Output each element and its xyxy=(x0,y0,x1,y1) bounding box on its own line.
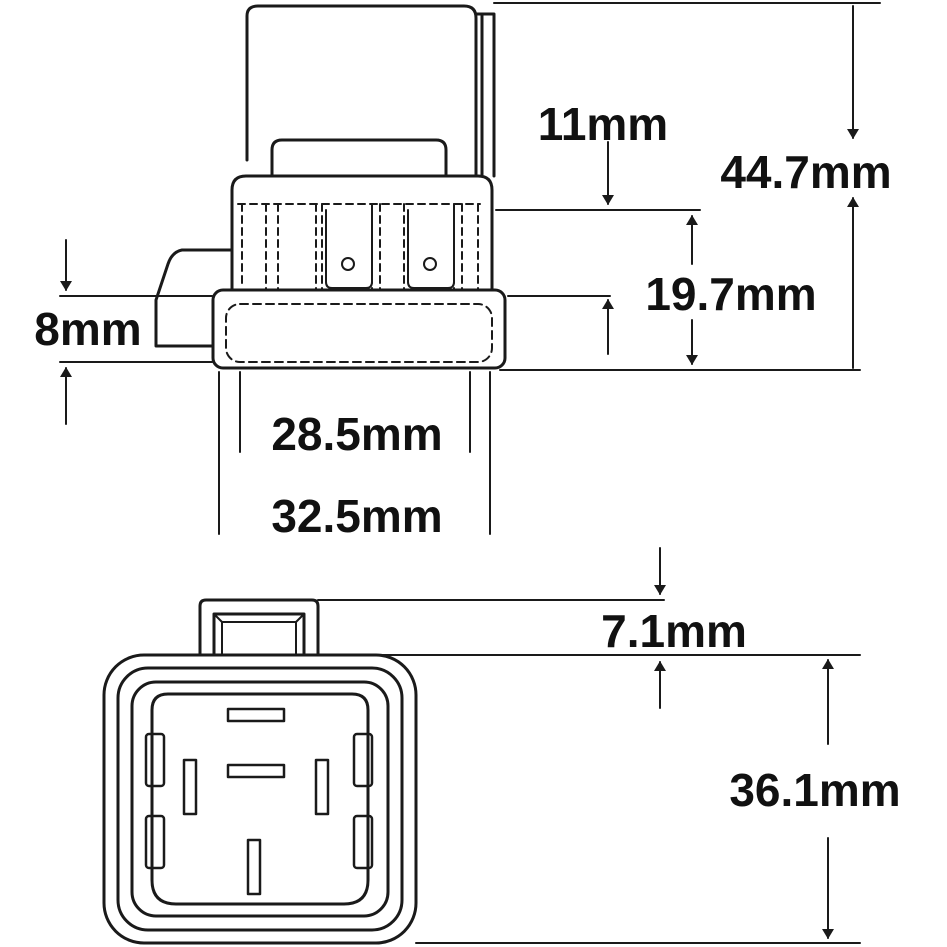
slot-top-horizontal xyxy=(226,707,286,723)
dim-label-7-1mm: 7.1mm xyxy=(601,605,747,657)
front-dimension-arrows xyxy=(654,547,834,939)
slot-left-lower xyxy=(144,814,166,870)
dim-label-36-1mm: 36.1mm xyxy=(729,764,900,816)
front-terminal-slots xyxy=(144,707,374,896)
front-terminal-cavity xyxy=(150,692,370,906)
front-view xyxy=(102,547,861,945)
side-latch-lever xyxy=(154,248,234,348)
front-body-ring-inner xyxy=(130,680,390,918)
slot-left-upper xyxy=(144,732,166,788)
dim-label-19-7mm: 19.7mm xyxy=(645,268,816,320)
side-flange-inner-dashed xyxy=(225,303,493,363)
slot-right-upper xyxy=(352,732,374,788)
side-top-housing xyxy=(245,4,478,178)
side-middle-body xyxy=(230,174,494,292)
slot-mid-horizontal xyxy=(226,763,286,779)
slot-bottom-vertical xyxy=(246,838,262,896)
side-extension-lines xyxy=(59,2,881,535)
side-terminal-blades xyxy=(325,209,455,289)
front-extension-lines xyxy=(317,599,861,944)
side-view xyxy=(59,2,881,535)
front-latch-window xyxy=(212,612,306,657)
slot-left-vertical xyxy=(182,758,198,816)
side-dimension-arrows xyxy=(60,5,859,425)
dim-label-44-7mm: 44.7mm xyxy=(720,146,891,198)
front-outer-body xyxy=(102,653,418,945)
side-bottom-flange xyxy=(211,288,507,370)
dim-label-32-5mm: 32.5mm xyxy=(271,490,442,542)
dim-label-11mm: 11mm xyxy=(538,98,668,150)
dim-label-8mm: 8mm xyxy=(34,303,141,355)
side-top-housing-ribs xyxy=(474,12,496,178)
front-latch-tab xyxy=(198,598,320,657)
slot-right-lower xyxy=(352,814,374,870)
side-internal-terminals xyxy=(237,203,481,291)
slot-right-vertical xyxy=(314,758,330,816)
side-shoulder xyxy=(270,138,448,178)
front-body-ring xyxy=(116,666,404,932)
dim-label-28-5mm: 28.5mm xyxy=(271,408,442,460)
